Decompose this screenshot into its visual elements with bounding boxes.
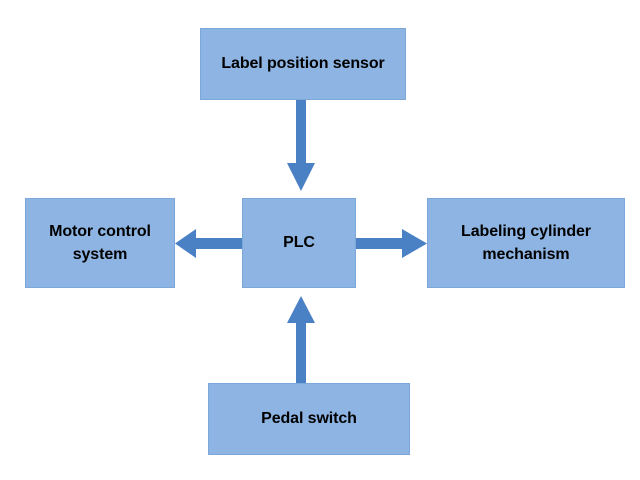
arrow-plc-to-motor bbox=[175, 229, 242, 258]
node-plc[interactable]: PLC bbox=[242, 198, 356, 288]
node-labeling-cylinder-mechanism-text: Labeling cylinder mechanism bbox=[461, 222, 591, 263]
node-pedal-switch[interactable]: Pedal switch bbox=[208, 383, 410, 455]
node-label-position-sensor[interactable]: Label position sensor bbox=[200, 28, 406, 100]
node-pedal-switch-text: Pedal switch bbox=[261, 410, 357, 428]
arrow-pedal-to-plc bbox=[287, 296, 315, 383]
arrow-plc-to-cylinder bbox=[356, 229, 427, 258]
node-plc-text: PLC bbox=[283, 234, 315, 252]
node-label-position-sensor-text: Label position sensor bbox=[221, 55, 385, 73]
node-motor-control-system-text: Motor control system bbox=[49, 222, 151, 263]
node-motor-control-system[interactable]: Motor control system bbox=[25, 198, 175, 288]
node-labeling-cylinder-mechanism[interactable]: Labeling cylinder mechanism bbox=[427, 198, 625, 288]
arrow-sensor-to-plc bbox=[287, 100, 315, 191]
